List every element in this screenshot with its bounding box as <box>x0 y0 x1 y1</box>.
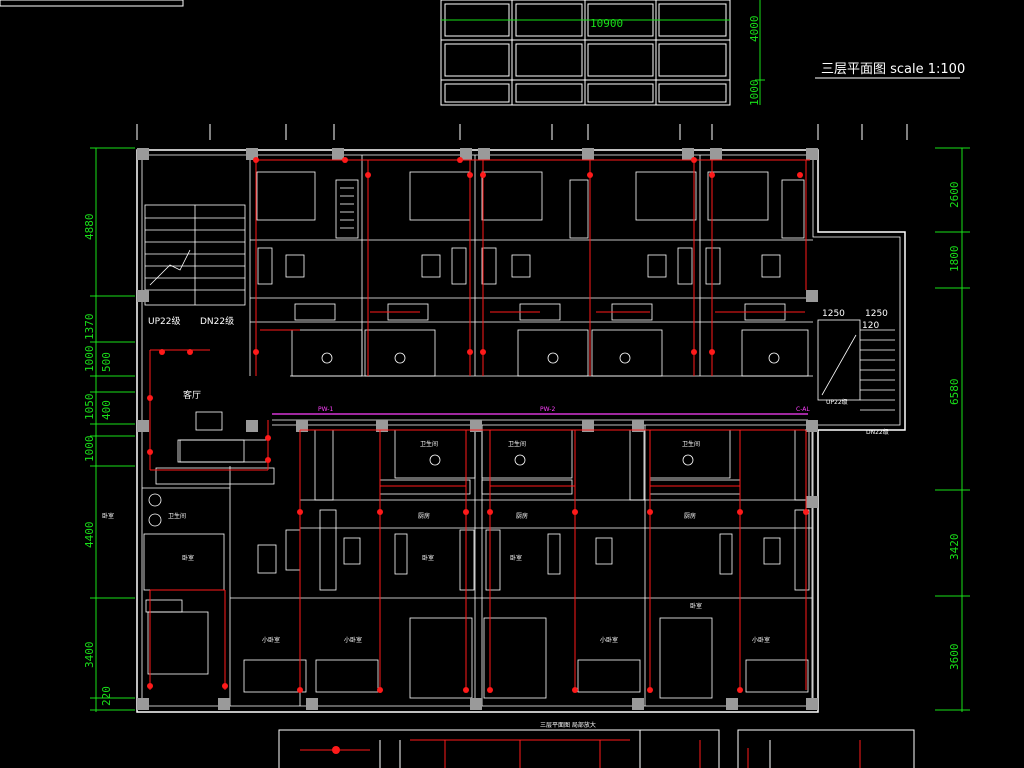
label-corridor-right: C-AL <box>796 406 810 413</box>
bottom-caption: 三层平面图 局部放大 <box>540 721 596 729</box>
label-room-kitchen-3: 厨房 <box>684 512 696 520</box>
label-room-bed-4: 卧室 <box>182 554 194 562</box>
dim-stair-1250b: 1250 <box>865 309 888 319</box>
label-room-bed-1: 卧室 <box>422 554 434 562</box>
label-corridor-mid: PW-2 <box>540 406 555 413</box>
dim-left-1000: 1000 <box>83 346 96 373</box>
right-dimension-chain <box>935 147 970 712</box>
dim-stair-120: 120 <box>862 321 879 331</box>
dim-left-1000b: 1000 <box>83 436 96 463</box>
right-stair <box>817 319 895 411</box>
electrical-wiring <box>149 159 810 690</box>
dim-left-220: 220 <box>100 686 113 706</box>
dim-right-1800: 1800 <box>948 246 961 273</box>
top-grid-drawing <box>0 0 731 106</box>
bottom-partial-electrical <box>300 739 861 768</box>
dim-left-400: 400 <box>100 400 113 420</box>
dim-left-1050: 1050 <box>83 394 96 421</box>
label-room-left-2: 卫生间 <box>168 512 186 520</box>
label-room-small-3: 小卧室 <box>752 636 770 644</box>
label-room-small-4: 小卧室 <box>262 636 280 644</box>
label-stair-up-right: UP22级 <box>826 398 848 406</box>
axis-ticks-top <box>136 124 908 140</box>
dim-left-3400: 3400 <box>83 642 96 669</box>
label-stair-down-right: DN22级 <box>866 428 889 436</box>
dim-right-2600: 2600 <box>948 182 961 209</box>
left-dimension-chain <box>90 147 135 712</box>
corridor <box>272 413 808 426</box>
label-room-bath-1: 卫生间 <box>420 440 438 448</box>
label-room-bath-3: 卫生间 <box>682 440 700 448</box>
label-room-kitchen-1: 厨房 <box>418 512 430 520</box>
label-room-left-1: 卧室 <box>102 512 114 520</box>
structural-columns <box>137 148 818 710</box>
label-living: 客厅 <box>183 389 201 401</box>
label-room-bed-2: 卧室 <box>510 554 522 562</box>
dim-left-500: 500 <box>100 352 113 372</box>
left-stair <box>144 204 246 306</box>
label-room-kitchen-2: 厨房 <box>516 512 528 520</box>
top-dimension-lines <box>441 0 765 105</box>
label-room-small-1: 小卧室 <box>344 636 362 644</box>
dim-top-right-4000: 4000 <box>748 16 761 43</box>
dim-top-right-1000: 1000 <box>748 80 761 107</box>
drawing-title: 三层平面图 scale 1:100 <box>821 62 965 77</box>
label-room-small-2: 小卧室 <box>600 636 618 644</box>
dim-left-1370: 1370 <box>83 314 96 341</box>
top-room-modules <box>249 155 813 377</box>
dim-stair-1250a: 1250 <box>822 309 845 319</box>
dim-top-10900: 10900 <box>590 17 623 30</box>
dim-right-3420: 3420 <box>948 534 961 561</box>
outer-walls <box>136 149 906 713</box>
label-room-bed-3: 卧室 <box>690 602 702 610</box>
bottom-room-modules <box>142 411 813 706</box>
bottom-partial-drawing <box>278 729 915 768</box>
label-stair-up: UP22级 <box>148 315 180 327</box>
bottom-outlet <box>332 746 340 754</box>
dim-left-4400: 4400 <box>83 522 96 549</box>
label-room-bath-2: 卫生间 <box>508 440 526 448</box>
dim-left-4880: 4880 <box>83 214 96 241</box>
label-stair-down: DN22级 <box>200 315 234 327</box>
dim-right-6580: 6580 <box>948 379 961 406</box>
electrical-outlets <box>147 157 809 693</box>
label-corridor-left: PW-1 <box>318 406 333 413</box>
dim-right-3600: 3600 <box>948 644 961 671</box>
